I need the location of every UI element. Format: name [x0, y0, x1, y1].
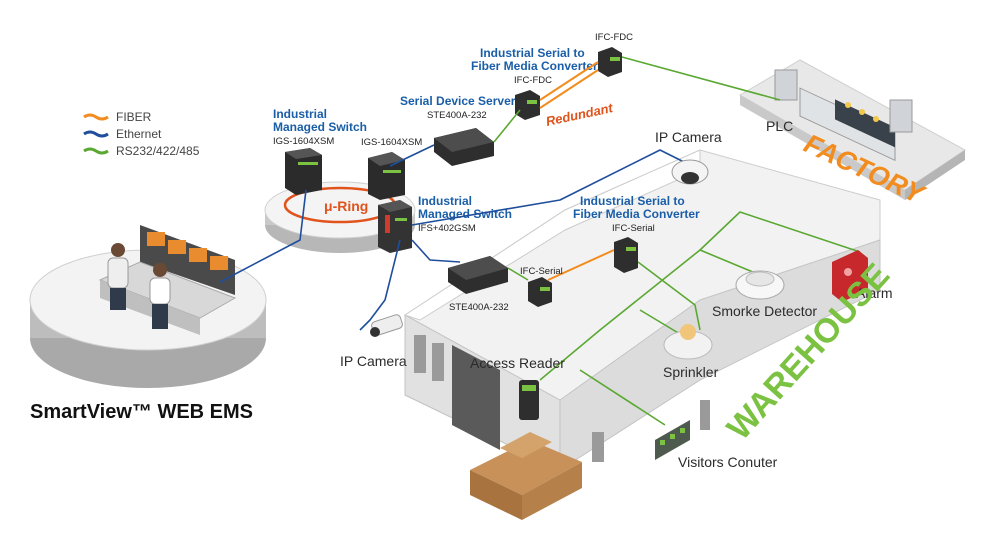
plc-label: PLC — [766, 118, 793, 134]
ip-camera-top-label: IP Camera — [655, 129, 722, 145]
sprinkler-icon — [663, 324, 713, 360]
access-reader-icon — [519, 380, 539, 420]
operator-figure — [107, 243, 171, 329]
converter-ifc-fdc-right — [598, 47, 622, 77]
converter-ifc-serial-bottom — [528, 277, 552, 307]
legend-fiber-label: FIBER — [116, 110, 152, 124]
switch-ifs-title-1: Industrial — [418, 194, 472, 208]
serial-link-bottom-converter — [507, 267, 529, 281]
alarm-icon — [832, 250, 868, 302]
serial-legend-swatch — [83, 147, 109, 155]
ethernet-link-ems-switch — [219, 189, 307, 283]
serial-link-visitors — [579, 369, 666, 426]
switch-a-model: IGS-1604XSM — [273, 136, 334, 147]
visitors-counter-label: Visitors Conuter — [678, 454, 778, 470]
ip-camera-dome-icon — [671, 159, 709, 185]
plc-machine — [774, 69, 913, 162]
mu-ring-label: μ-Ring — [324, 198, 368, 214]
serial-link-server-converter — [493, 109, 521, 143]
converter-mid-title-1: Industrial Serial to — [580, 194, 685, 208]
converter-top-model-right: IFC-FDC — [595, 32, 633, 43]
ems-title: SmartView™ WEB EMS — [30, 401, 253, 423]
serial-server-bottom — [448, 256, 508, 294]
fiber-link-a — [539, 61, 599, 101]
serial-link-plc — [621, 56, 781, 101]
ip-camera-bullet-icon — [370, 314, 403, 337]
ems-platform — [29, 225, 267, 388]
serial-link-trunk — [637, 261, 701, 331]
switch-b-model: IGS-1604XSM — [361, 137, 422, 148]
cardboard-boxes — [470, 432, 582, 520]
switch-group-title-2: Managed Switch — [273, 120, 367, 134]
warehouse-window-3 — [592, 432, 604, 462]
legend-serial-label: RS232/422/485 — [116, 144, 200, 158]
converter-top-title-1: Industrial Serial to — [480, 46, 585, 60]
switch-ifs-model: IFS+402GSM — [418, 223, 476, 234]
redundant-label: Redundant — [545, 100, 615, 129]
warehouse-window-1 — [414, 335, 426, 373]
serial-server-bottom-model: STE400A-232 — [449, 302, 509, 313]
switch-ifs-title-2: Managed Switch — [418, 207, 512, 221]
access-reader-label: Access Reader — [470, 355, 565, 371]
serial-server-top — [434, 128, 494, 166]
converter-top-title-2: Fiber Media Converter — [471, 59, 598, 73]
converter-mid-model: IFC-Serial — [612, 223, 655, 234]
sprinkler-label: Sprinkler — [663, 364, 719, 380]
ip-camera-left-label: IP Camera — [340, 353, 407, 369]
links — [219, 56, 861, 426]
ethernet-link-switch-server — [389, 144, 435, 167]
fiber-legend-swatch — [83, 113, 109, 121]
ethernet-legend-swatch — [83, 130, 109, 138]
converter-ifc-serial-mid — [614, 237, 638, 273]
serial-server-top-model: STE400A-232 — [427, 110, 487, 121]
warehouse-window-2 — [432, 343, 444, 381]
serial-link-smoke — [699, 249, 761, 276]
warehouse-window-4 — [700, 400, 710, 430]
converter-ifc-fdc-left — [515, 90, 540, 120]
fiber-link-bottom — [547, 249, 615, 281]
switch-igs-a — [285, 148, 322, 195]
serial-server-title: Serial Device Server — [400, 94, 516, 108]
converter-bottom-model: IFC-Serial — [520, 266, 563, 277]
fiber-link-b — [539, 69, 599, 109]
switch-group-title-1: Industrial — [273, 107, 327, 121]
converter-top-model-left: IFC-FDC — [514, 75, 552, 86]
smoke-detector-label: Smorke Detector — [712, 303, 817, 319]
ethernet-link-ipcam-left — [359, 239, 401, 331]
ethernet-link-ipcam-top — [411, 149, 701, 226]
switch-igs-b — [368, 152, 405, 200]
visitors-counter-icon — [655, 420, 690, 460]
alarm-label: Alarm — [856, 285, 893, 301]
legend-ethernet-label: Ethernet — [116, 127, 162, 141]
switch-ifs — [378, 200, 412, 253]
factory-platform — [739, 59, 966, 200]
smoke-detector-icon — [735, 270, 785, 300]
warehouse-door — [452, 345, 500, 450]
ethernet-link-server-bottom — [411, 239, 461, 263]
legend: FIBER Ethernet RS232/422/485 — [83, 110, 200, 158]
converter-mid-title-2: Fiber Media Converter — [573, 207, 700, 221]
